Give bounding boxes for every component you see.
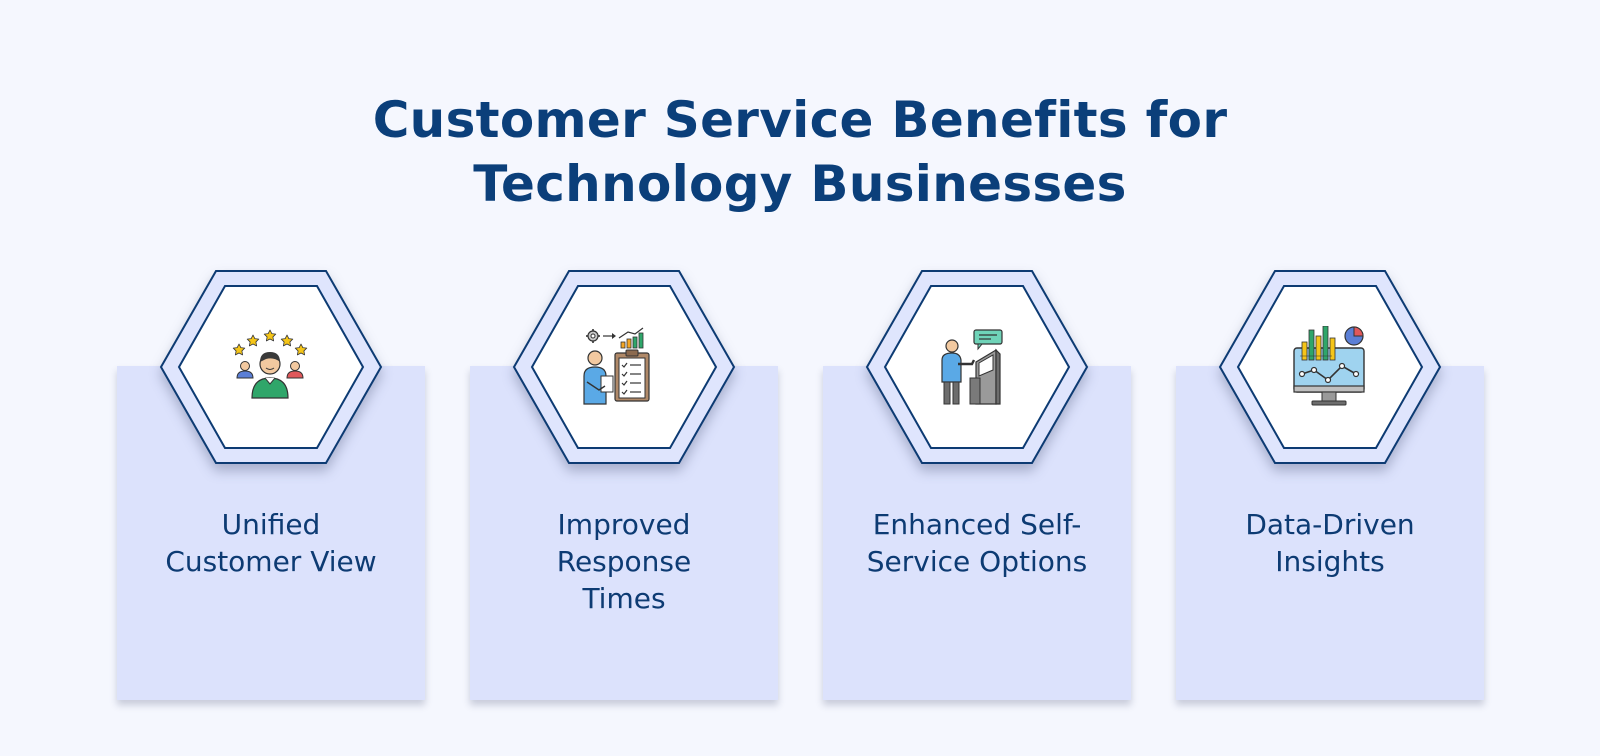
- benefit-label-line: Data-Driven: [1245, 508, 1415, 541]
- benefit-label-line: Insights: [1275, 545, 1385, 578]
- process-checklist-icon: [583, 327, 650, 405]
- benefit-label-line: Customer View: [165, 545, 377, 578]
- analytics-monitor-icon: [1293, 326, 1365, 406]
- hexagon-badge: [865, 270, 1089, 464]
- customer-rating-icon: [232, 329, 308, 399]
- benefit-label-line: Service Options: [866, 545, 1088, 578]
- benefit-label-line: Times: [582, 582, 666, 615]
- benefit-label: Improved Response Times: [470, 506, 778, 617]
- page-title: Customer Service Benefits for Technology…: [0, 88, 1600, 216]
- benefit-card-unified-customer-view: Unified Customer View: [117, 366, 425, 700]
- title-line-2: Technology Businesses: [473, 154, 1127, 213]
- benefit-label: Data-Driven Insights: [1176, 506, 1484, 580]
- self-service-kiosk-icon: [941, 329, 1003, 405]
- benefit-label: Unified Customer View: [117, 506, 425, 580]
- benefit-label-line: Response: [556, 545, 692, 578]
- benefit-label-line: Improved: [557, 508, 691, 541]
- title-line-1: Customer Service Benefits for: [372, 90, 1228, 149]
- benefit-label: Enhanced Self- Service Options: [823, 506, 1131, 580]
- benefit-label-line: Unified: [221, 508, 321, 541]
- benefit-label-line: Enhanced Self-: [872, 508, 1082, 541]
